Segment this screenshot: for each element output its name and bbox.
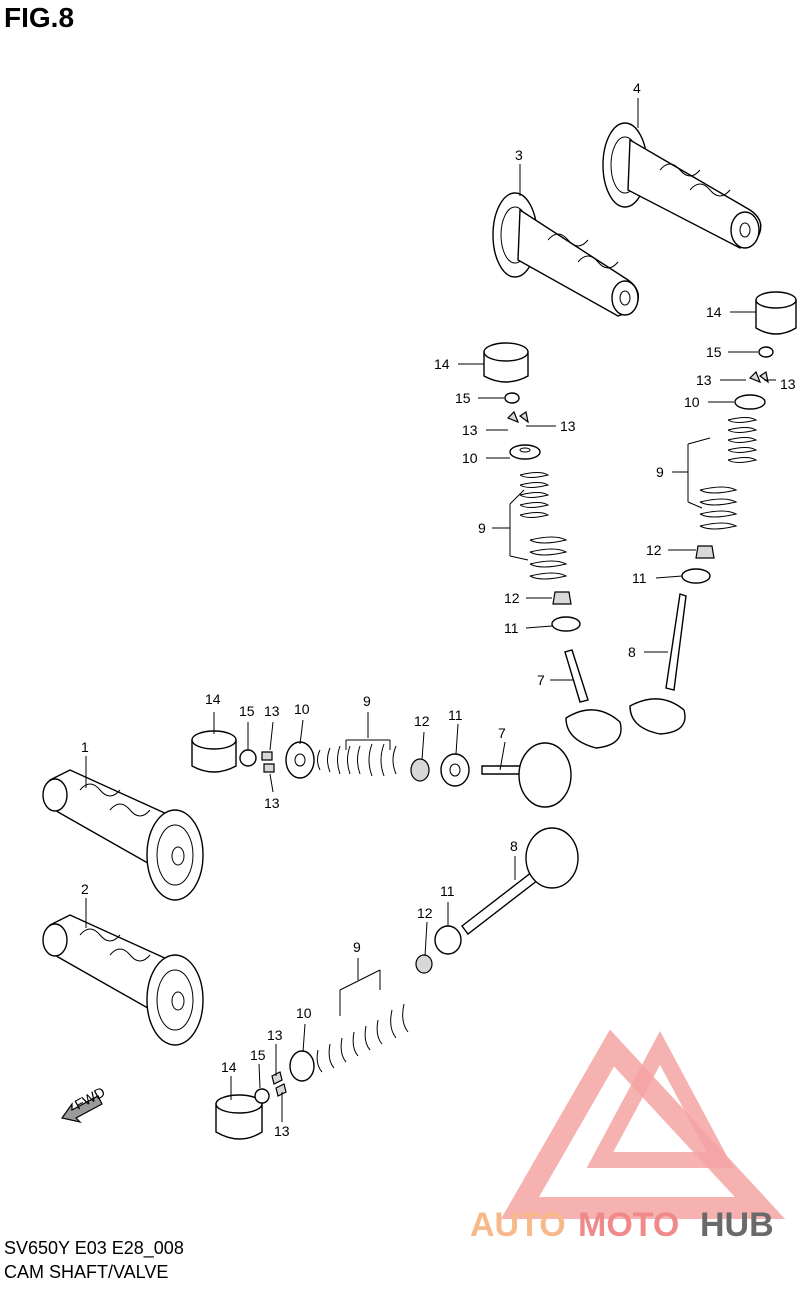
watermark-logo <box>500 1029 786 1219</box>
callout-4: 4 <box>633 80 641 96</box>
callout-10: 10 <box>296 1005 312 1021</box>
callout-12: 12 <box>504 590 520 606</box>
callout-3: 3 <box>515 147 523 163</box>
callout-14: 14 <box>434 356 450 372</box>
callout-labels: 4 3 1 2 14 15 13 13 10 9 12 11 7 14 15 1… <box>81 80 796 1139</box>
callout-9: 9 <box>363 693 371 709</box>
callout-13: 13 <box>264 795 280 811</box>
section-name: CAM SHAFT/VALVE <box>4 1262 169 1282</box>
callout-14: 14 <box>706 304 722 320</box>
figure-title: FIG.8 <box>4 2 75 33</box>
callout-13: 13 <box>780 376 796 392</box>
valve-stack-upper-right <box>629 291 797 735</box>
valve-stack-upper-middle <box>483 342 622 749</box>
camshaft-1 <box>42 769 204 901</box>
watermark-hub: HUB <box>700 1206 774 1244</box>
callout-2: 2 <box>81 881 89 897</box>
callout-12: 12 <box>414 713 430 729</box>
callout-9: 9 <box>478 520 486 536</box>
callout-8: 8 <box>510 838 518 854</box>
callout-15: 15 <box>706 344 722 360</box>
callout-11: 11 <box>440 883 455 899</box>
callout-13: 13 <box>696 372 712 388</box>
watermark-moto: MOTO <box>578 1206 679 1244</box>
callout-15: 15 <box>250 1047 266 1063</box>
callout-11: 11 <box>504 620 519 636</box>
callout-7: 7 <box>498 725 506 741</box>
callout-14: 14 <box>221 1059 237 1075</box>
callout-13: 13 <box>264 703 280 719</box>
watermark-text: AUTO MOTO HUB <box>470 1206 774 1244</box>
callout-8: 8 <box>628 644 636 660</box>
callout-14: 14 <box>205 691 221 707</box>
callout-9: 9 <box>353 939 361 955</box>
callout-13: 13 <box>462 422 478 438</box>
valve-stack-lower <box>215 827 579 1140</box>
callout-13: 13 <box>267 1027 283 1043</box>
watermark-auto: AUTO <box>470 1206 566 1244</box>
camshaft-3 <box>492 192 640 317</box>
camshaft-2 <box>42 914 204 1046</box>
callout-7: 7 <box>537 672 545 688</box>
callout-15: 15 <box>239 703 255 719</box>
valve-stack-middle <box>191 730 572 808</box>
callout-11: 11 <box>632 570 647 586</box>
callout-15: 15 <box>455 390 471 406</box>
leader-lines <box>85 98 776 1122</box>
callout-9: 9 <box>656 464 664 480</box>
callout-13: 13 <box>274 1123 290 1139</box>
callout-12: 12 <box>646 542 662 558</box>
callout-12: 12 <box>417 905 433 921</box>
callout-10: 10 <box>294 701 310 717</box>
callout-11: 11 <box>448 707 463 723</box>
callout-13: 13 <box>560 418 576 434</box>
model-code: SV650Y E03 E28_008 <box>4 1238 184 1258</box>
callout-10: 10 <box>462 450 478 466</box>
fwd-arrow-icon: FWD <box>60 1084 108 1124</box>
camshaft-4 <box>602 122 762 249</box>
callout-10: 10 <box>684 394 700 410</box>
callout-1: 1 <box>81 739 89 755</box>
